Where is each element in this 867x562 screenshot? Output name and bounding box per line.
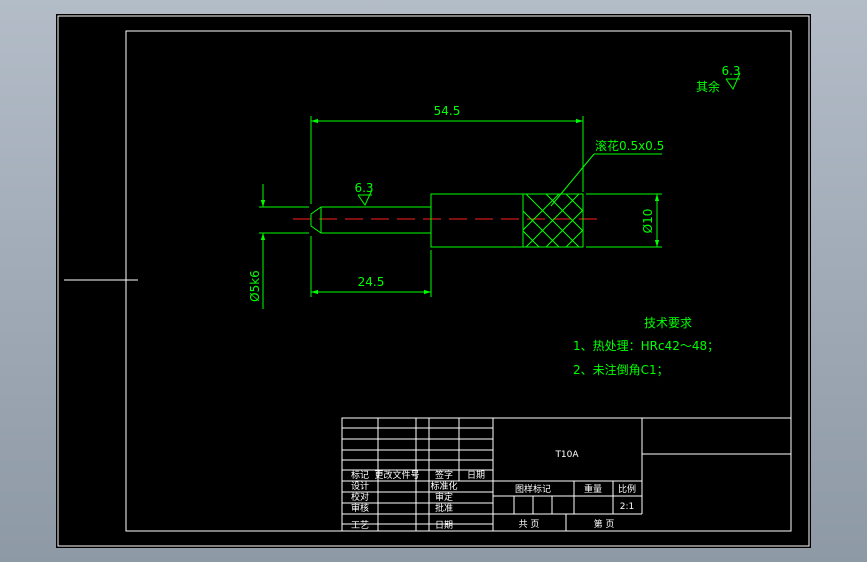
material-text: T10A [554, 450, 579, 460]
scale-value: 2:1 [620, 502, 634, 512]
technical-requirements: 技术要求 1、热处理：HRc42～48； 2、未注倒角C1； [573, 316, 719, 377]
knurl-leader: 滚花0.5x0.5 [550, 138, 664, 207]
tech-requirements-title: 技术要求 [644, 316, 692, 330]
label-review: 审核 [351, 502, 369, 514]
label-stage: 图样标记 [515, 483, 551, 495]
dimension-small-length: 24.5 [310, 236, 432, 297]
roughness-note-value: 6.3 [721, 64, 740, 78]
label-approve: 审定 [435, 491, 453, 503]
label-design: 设计 [351, 480, 369, 492]
dim-total-length-text: 54.5 [434, 104, 461, 118]
roughness-value-text: 6.3 [354, 181, 373, 195]
title-block: T10A 标记 更改文件号 签字 日期 设计 校对 审核 工艺 标准化 审定 批… [341, 417, 792, 532]
tech-requirement-1: 1、热处理：HRc42～48； [573, 339, 719, 353]
rev-header-mark: 标记 [351, 469, 369, 481]
label-sheets-total: 共 页 [519, 519, 540, 530]
label-date: 日期 [435, 520, 453, 531]
label-sheet: 第 页 [594, 518, 615, 530]
label-standard: 标准化 [430, 480, 457, 492]
label-scale: 比例 [618, 483, 636, 495]
dim-small-diameter-text: Ø5k6 [248, 270, 262, 302]
rev-header-sign: 签字 [435, 469, 453, 481]
roughness-note-text: 其余 [696, 79, 720, 94]
roughness-symbol: 6.3 [354, 181, 374, 206]
rev-header-doc: 更改文件号 [374, 469, 419, 481]
dimension-large-diameter: Ø10 [586, 193, 662, 248]
knurl-note-text: 滚花0.5x0.5 [595, 138, 664, 153]
roughness-note: 其余 6.3 [696, 64, 741, 94]
label-process: 工艺 [351, 520, 369, 531]
outer-frame [57, 15, 810, 547]
knurl-hatch [523, 194, 583, 247]
dim-large-diameter-text: Ø10 [641, 209, 655, 234]
label-check: 校对 [351, 491, 369, 503]
label-weight: 重量 [584, 483, 602, 495]
tech-requirement-2: 2、未注倒角C1； [573, 362, 669, 377]
label-ratify: 批准 [435, 502, 453, 514]
dimension-small-diameter: Ø5k6 [248, 184, 309, 309]
dimension-total-length: 54.5 [310, 104, 584, 204]
rev-header-date: 日期 [467, 470, 485, 481]
dim-small-length-text: 24.5 [358, 275, 385, 289]
cad-drawing-canvas[interactable]: 54.5 24.5 Ø5k6 Ø10 滚花0.5x0.5 6.3 其余 [56, 14, 811, 548]
shaft-outline [310, 193, 584, 248]
drawing-sheet: 54.5 24.5 Ø5k6 Ø10 滚花0.5x0.5 6.3 其余 [57, 15, 810, 547]
